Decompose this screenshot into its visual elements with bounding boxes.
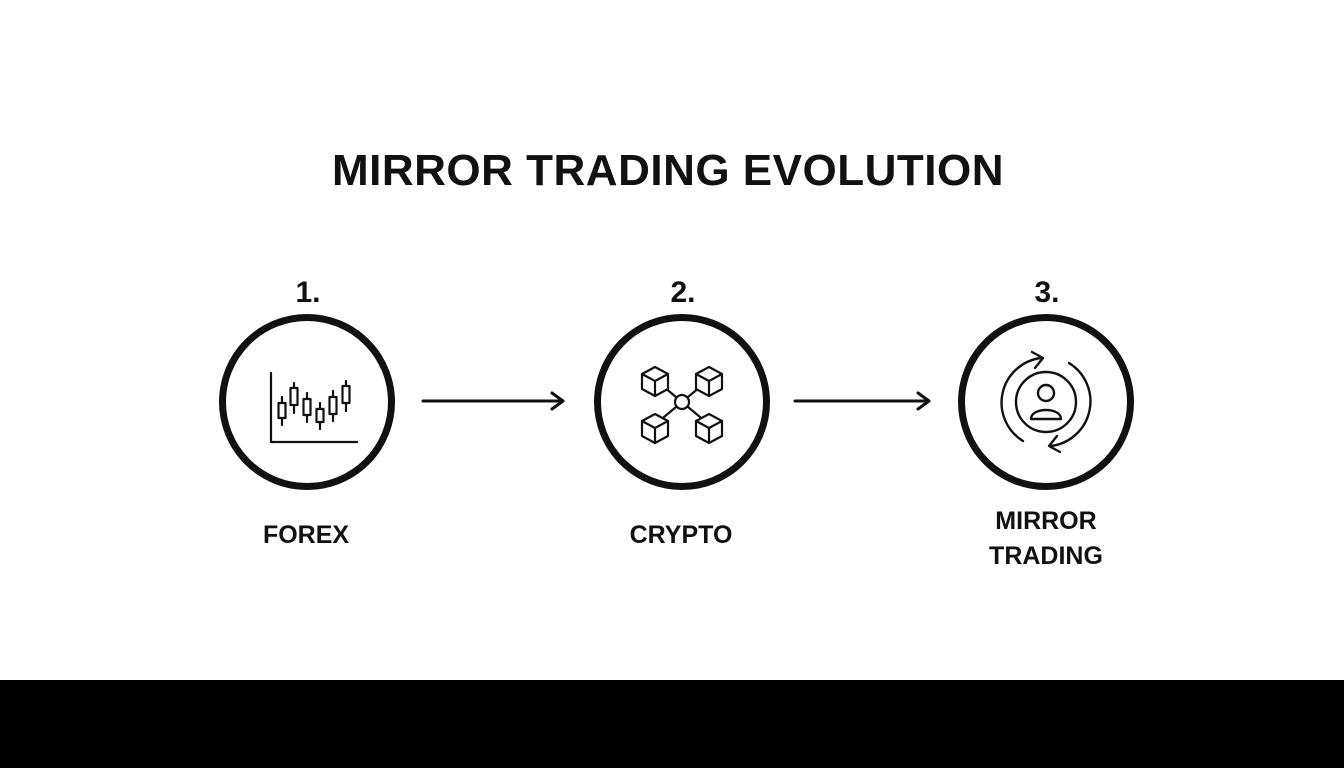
- step-3-label-line-2: TRADING: [989, 542, 1103, 570]
- step-3-label-line-1: MIRROR: [995, 507, 1097, 535]
- step-2-number: 2.: [670, 276, 696, 309]
- step-3-number: 3.: [1034, 276, 1060, 309]
- step-1-circle: [219, 314, 395, 490]
- step-1-number: 1.: [295, 276, 321, 309]
- step-3-circle: [958, 314, 1134, 490]
- candlestick-chart-icon: [269, 371, 359, 444]
- footer-bar: [0, 680, 1344, 768]
- step-2-circle: [594, 314, 770, 490]
- step-2-label-line-1: CRYPTO: [629, 521, 733, 549]
- step-2-label: CRYPTO: [571, 518, 791, 553]
- step-1-label-line-1: FOREX: [262, 521, 350, 549]
- arrow-right-icon: [421, 391, 565, 411]
- arrow-right-icon: [793, 391, 931, 411]
- blockchain-network-icon: [640, 365, 724, 445]
- user-sync-icon: [1000, 350, 1092, 454]
- diagram-title: MIRROR TRADING EVOLUTION: [332, 146, 1004, 195]
- step-3-label: MIRROR TRADING: [936, 504, 1156, 574]
- step-1-label: FOREX: [196, 518, 416, 553]
